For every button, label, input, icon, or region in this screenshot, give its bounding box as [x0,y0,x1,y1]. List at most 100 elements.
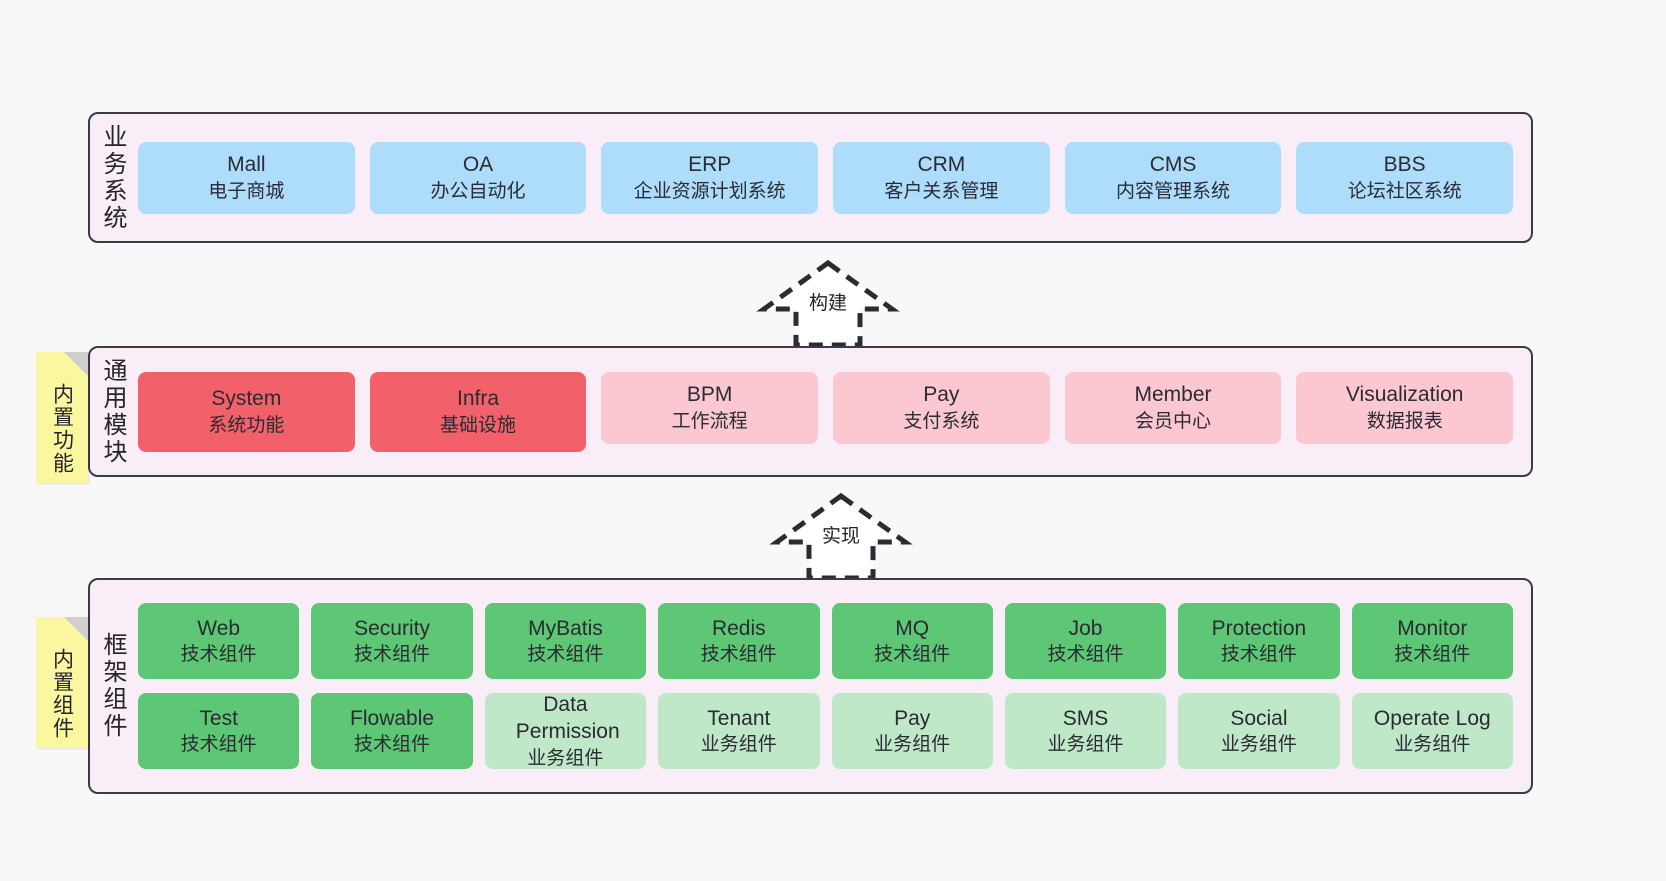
tile-subtitle: 支付系统 [903,410,980,432]
tile-subtitle: 客户关系管理 [884,180,999,202]
tile-row: Web 技术组件 Security 技术组件 MyBatis 技术组件 Redi… [138,603,1513,679]
sticky-fold-icon [64,352,88,376]
tile-subtitle: 技术组件 [354,734,431,756]
tile-infra[interactable]: Infra 基础设施 [369,371,587,452]
tile-subtitle: 基础设施 [440,414,517,436]
tile-subtitle: 内容管理系统 [1116,180,1231,202]
tile-member[interactable]: Member 会员中心 [1064,371,1282,444]
tile-title: Infra [456,387,500,411]
build-arrow-icon [756,259,900,348]
tile-tenant[interactable]: Tenant 业务组件 [658,693,820,769]
tile-title: MQ [895,616,930,640]
layer-body-framework-component: Web 技术组件 Security 技术组件 MyBatis 技术组件 Redi… [134,580,1531,792]
tile-subtitle: 企业资源计划系统 [633,180,786,202]
tile-title: CMS [1149,153,1197,177]
sticky-note-label: 内置组件 [50,647,74,740]
tile-bbs[interactable]: BBS 论坛社区系统 [1296,141,1514,214]
tile-subtitle: 技术组件 [180,734,257,756]
tile-title: Social [1230,706,1288,730]
layer-title-framework-component: 框架组件 [99,632,126,740]
layer-framework-component: 框架组件 Web 技术组件 Security 技术组件 MyBatis 技术组件… [88,578,1533,794]
tile-subtitle: 技术组件 [1047,644,1124,666]
tile-subtitle: 系统功能 [208,414,285,436]
tile-title: Pay [894,706,931,730]
tile-title: CRM [917,153,966,177]
tile-subtitle: 技术组件 [1394,644,1471,666]
tile-title: Security [354,616,430,640]
tile-oa[interactable]: OA 办公自动化 [369,141,587,214]
tile-row: Mall 电子商城 OA 办公自动化 ERP 企业资源计划系统 CRM 客户关系… [138,141,1514,214]
layer-title-business-system: 业务系统 [99,123,126,232]
implement-arrow-icon [769,492,913,581]
tile-title: Test [199,706,238,730]
tile-web[interactable]: Web 技术组件 [138,603,300,679]
tile-title: Job [1068,616,1103,640]
tile-social[interactable]: Social 业务组件 [1178,693,1340,769]
tile-mybatis[interactable]: MyBatis 技术组件 [484,603,647,679]
tile-title: Visualization [1345,383,1464,407]
tile-protection[interactable]: Protection 技术组件 [1178,603,1340,679]
tile-security[interactable]: Security 技术组件 [311,603,473,679]
tile-title: SMS [1062,706,1109,730]
tile-subtitle: 业务组件 [527,748,604,770]
tile-system[interactable]: System 系统功能 [138,371,355,452]
connector-implement: 实现 [769,492,913,582]
tile-title: Pay [923,383,960,407]
tile-title: Monitor [1397,616,1468,640]
tile-subtitle: 业务组件 [874,734,951,756]
tile-title: BPM [686,383,733,407]
tile-bpm[interactable]: BPM 工作流程 [601,371,819,444]
tile-title: OA [462,153,494,177]
tile-subtitle: 数据报表 [1366,410,1443,432]
tile-mq[interactable]: MQ 技术组件 [831,603,993,679]
tile-flowable[interactable]: Flowable 技术组件 [311,693,473,769]
tile-subtitle: 业务组件 [700,734,777,756]
tile-title: Mall [227,153,266,177]
tile-title: System [211,387,282,411]
tile-subtitle: 业务组件 [1047,734,1124,756]
tile-title: BBS [1383,153,1426,177]
tile-row: System 系统功能 Infra 基础设施 BPM 工作流程 Pay 支付系统… [138,371,1514,452]
sticky-note-builtin-component: 内置组件 [36,617,88,748]
tile-data-permission[interactable]: Data Permission 业务组件 [484,692,647,770]
tile-subtitle: 业务组件 [1220,734,1297,756]
tile-operate-log[interactable]: Operate Log 业务组件 [1351,693,1513,769]
tile-monitor[interactable]: Monitor 技术组件 [1351,603,1513,679]
tile-title: ERP [688,153,732,177]
tile-mall[interactable]: Mall 电子商城 [138,141,355,214]
tile-sms[interactable]: SMS 业务组件 [1004,693,1167,769]
tile-subtitle: 电子商城 [208,180,285,202]
tile-crm[interactable]: CRM 客户关系管理 [833,141,1050,214]
tile-title: Redis [711,616,766,640]
sticky-note-label: 内置功能 [50,382,74,475]
tile-cms[interactable]: CMS 内容管理系统 [1064,141,1282,214]
layer-title-common-module: 通用模块 [99,357,126,466]
tile-redis[interactable]: Redis 技术组件 [658,603,820,679]
connector-build: 构建 [756,259,900,349]
sticky-fold-icon [64,617,88,641]
connector-implement-label: 实现 [821,526,861,547]
tile-title: Protection [1211,616,1307,640]
tile-subtitle: 技术组件 [527,644,604,666]
tile-subtitle: 工作流程 [671,410,748,432]
tile-title: Web [197,616,241,640]
tile-subtitle: 技术组件 [1220,644,1297,666]
tile-subtitle: 技术组件 [874,644,951,666]
tile-erp[interactable]: ERP 企业资源计划系统 [601,141,819,214]
tile-subtitle: 会员中心 [1135,410,1212,432]
tile-title: Operate Log [1373,706,1491,730]
tile-test[interactable]: Test 技术组件 [138,693,300,769]
tile-subtitle: 技术组件 [354,644,431,666]
tile-pay[interactable]: Pay 支付系统 [833,371,1050,444]
tile-subtitle: 业务组件 [1394,734,1471,756]
tile-title: Flowable [350,706,435,730]
tile-pay-business[interactable]: Pay 业务组件 [831,693,993,769]
tile-title: Data Permission [515,692,620,744]
tile-subtitle: 技术组件 [180,644,257,666]
tile-row: Test 技术组件 Flowable 技术组件 Data Permission … [138,693,1513,769]
tile-visualization[interactable]: Visualization 数据报表 [1296,371,1514,444]
tile-title: Tenant [707,706,771,730]
tile-job[interactable]: Job 技术组件 [1004,603,1167,679]
layer-body-business-system: Mall 电子商城 OA 办公自动化 ERP 企业资源计划系统 CRM 客户关系… [134,114,1531,241]
